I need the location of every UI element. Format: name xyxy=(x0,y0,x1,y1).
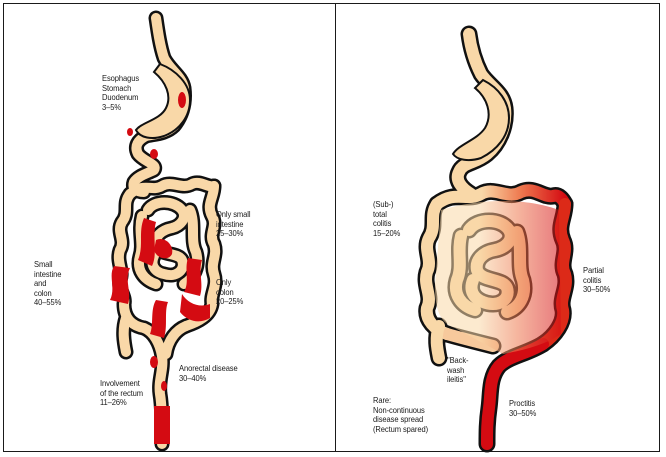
crohns-distribution-panel: Esophagus Stomach Duodenum 3–5% Only sma… xyxy=(4,4,334,450)
crohns-gut-diagram xyxy=(4,4,334,450)
label-colon-only: Only colon 20–25% xyxy=(216,278,243,307)
panel-divider xyxy=(335,3,336,452)
label-partial-colitis: Partial colitis 30–50% xyxy=(583,266,610,295)
label-total-colitis: (Sub-) total colitis 15–20% xyxy=(373,200,400,238)
label-proctitis: Proctitis 30–50% xyxy=(509,399,536,418)
label-anorectal: Anorectal disease 30–40% xyxy=(179,364,238,383)
label-rare-note: Rare: Non-continuous disease spread (Rec… xyxy=(373,396,428,434)
label-backwash-ileitis: "Back- wash ileitis" xyxy=(447,356,468,385)
label-small-intestine-and-colon: Small intestine and colon 40–55% xyxy=(34,260,61,308)
colitis-distribution-panel: (Sub-) total colitis 15–20% Partial coli… xyxy=(337,4,659,450)
label-upper-gi: Esophagus Stomach Duodenum 3–5% xyxy=(102,74,139,112)
label-small-intestine-only: Only small intestine 25–30% xyxy=(216,210,250,239)
label-rectum: Involvement of the rectum 11–26% xyxy=(100,379,143,408)
